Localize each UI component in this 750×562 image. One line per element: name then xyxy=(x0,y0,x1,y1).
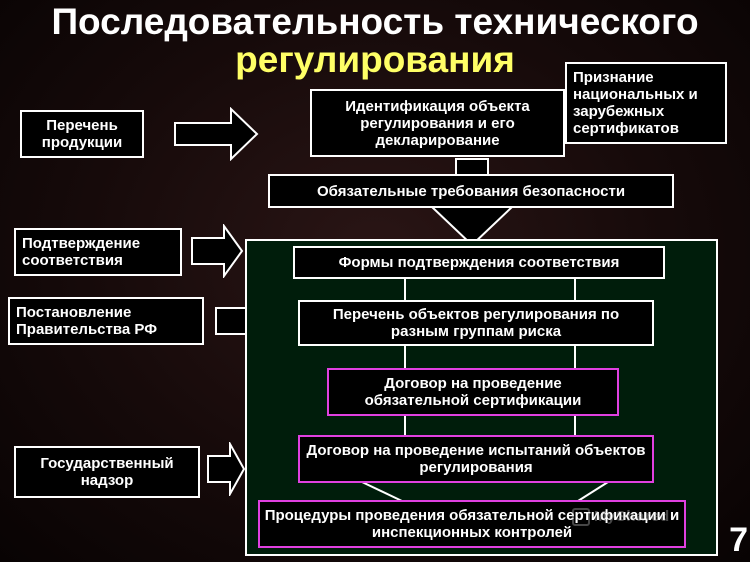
connector-line xyxy=(404,345,406,369)
recognition-text: Признание национальных и зарубежных серт… xyxy=(573,69,698,137)
government-decree-box: Постановление Правительства РФ xyxy=(8,297,204,345)
procedures-box: Процедуры проведения обязательной сертиф… xyxy=(258,500,686,548)
connector-line xyxy=(574,415,576,436)
testing-contract-box: Договор на проведение испытаний объектов… xyxy=(298,435,654,483)
safety-requirements-text: Обязательные требования безопасности xyxy=(316,182,626,200)
risk-groups-list-text: Перечень объектов регулирования по разны… xyxy=(332,306,620,340)
connector-line xyxy=(574,278,576,302)
conformity-forms-text: Формы подтверждения соответствия xyxy=(338,254,620,271)
state-supervision-box: Государственный надзор xyxy=(14,446,200,498)
government-decree-text: Постановление Правительства РФ xyxy=(16,304,157,338)
state-supervision-text: Государственный надзор xyxy=(40,455,174,489)
testing-contract-text: Договор на проведение испытаний объектов… xyxy=(306,442,646,476)
procedures-text: Процедуры проведения обязательной сертиф… xyxy=(264,507,680,541)
arrow-right-icon xyxy=(174,107,259,161)
arrow-right-icon xyxy=(191,224,244,278)
safety-requirements-box: Обязательные требования безопасности xyxy=(268,174,674,208)
connector-line xyxy=(404,278,406,302)
conformity-forms-box: Формы подтверждения соответствия xyxy=(293,246,665,279)
slide-title-line1: Последовательность технического xyxy=(51,1,699,42)
conformity-confirmation-text: Подтверждение соответствия xyxy=(22,235,141,269)
watermark: MyShared xyxy=(594,508,670,525)
identification-box: Идентификация объекта регулирования и ег… xyxy=(310,89,565,157)
connector-line xyxy=(404,415,406,436)
certification-contract-text: Договор на проведение обязательной серти… xyxy=(364,375,582,409)
certification-contract-box: Договор на проведение обязательной серти… xyxy=(327,368,619,416)
slide-title-line2: регулирования xyxy=(235,39,515,80)
recognition-box: Признание национальных и зарубежных серт… xyxy=(565,62,727,144)
page-number: 7 xyxy=(729,521,748,559)
connector-lines-icon xyxy=(361,482,609,502)
arrow-right-icon xyxy=(207,442,246,496)
product-list-box: Перечень продукции xyxy=(20,110,144,158)
identification-text: Идентификация объекта регулирования и ег… xyxy=(345,97,530,149)
connector-line xyxy=(574,345,576,369)
conformity-confirmation-box: Подтверждение соответствия xyxy=(14,228,182,276)
watermark-icon xyxy=(572,508,590,526)
product-list-text: Перечень продукции xyxy=(41,117,123,151)
risk-groups-list-box: Перечень объектов регулирования по разны… xyxy=(298,300,654,346)
